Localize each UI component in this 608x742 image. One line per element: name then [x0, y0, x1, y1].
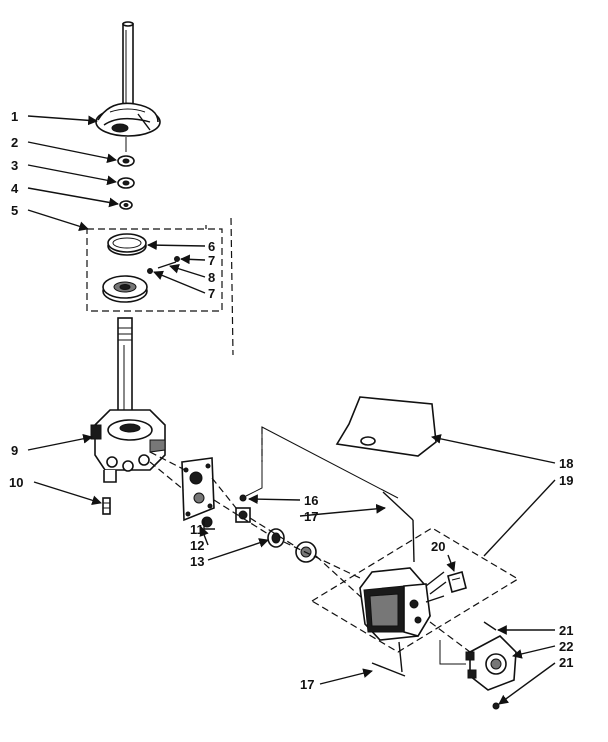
callout-10: 10	[9, 475, 23, 490]
coupling-13	[267, 528, 317, 563]
callout-1: 1	[11, 109, 18, 124]
callout-6: 6	[208, 239, 215, 254]
screw-21-lower	[492, 702, 500, 710]
callout-4: 4	[11, 181, 19, 196]
callout-13: 13	[190, 554, 204, 569]
pump-body	[359, 567, 447, 641]
callout-3: 3	[11, 158, 18, 173]
screw-21-upper	[483, 621, 497, 631]
washer-3	[117, 177, 135, 189]
callout-17-lower: 17	[300, 677, 314, 692]
callout-21-upper: 21	[559, 623, 573, 638]
callout-18: 18	[559, 456, 573, 471]
gearcase	[90, 409, 166, 483]
callout-2: 2	[11, 135, 18, 150]
spin-tube-shaft	[117, 317, 133, 429]
ring-6	[107, 233, 147, 256]
callout-21-lower: 21	[559, 655, 573, 670]
kit-box-5	[86, 217, 234, 356]
washer-4	[119, 200, 133, 210]
callout-9: 9	[11, 443, 18, 458]
callout-19: 19	[559, 473, 573, 488]
callout-12: 12	[190, 538, 204, 553]
pump-cover-22	[465, 635, 517, 691]
callout-20: 20	[431, 539, 445, 554]
agitator-cam	[95, 102, 161, 137]
callout-17-upper: 17	[304, 509, 318, 524]
screw-10	[102, 497, 111, 515]
callout-22: 22	[559, 639, 573, 654]
gasket-18	[335, 396, 437, 457]
washer-2	[117, 155, 135, 167]
pulley-seal	[102, 275, 148, 303]
rod-17-lower	[371, 641, 406, 677]
mounting-plate	[181, 457, 215, 522]
pump-clip-20	[447, 571, 467, 593]
coupler-16	[235, 494, 251, 523]
callout-8: 8	[208, 270, 215, 285]
kit-box-19	[310, 527, 520, 653]
leader-lines	[27, 115, 556, 705]
callout-11: 11	[190, 522, 204, 537]
rod-17-upper	[382, 491, 415, 563]
callout-7-upper: 7	[208, 253, 215, 268]
pins-7-8	[147, 256, 180, 274]
callout-5: 5	[11, 203, 18, 218]
callout-16: 16	[304, 493, 318, 508]
callout-7-lower: 7	[208, 286, 215, 301]
